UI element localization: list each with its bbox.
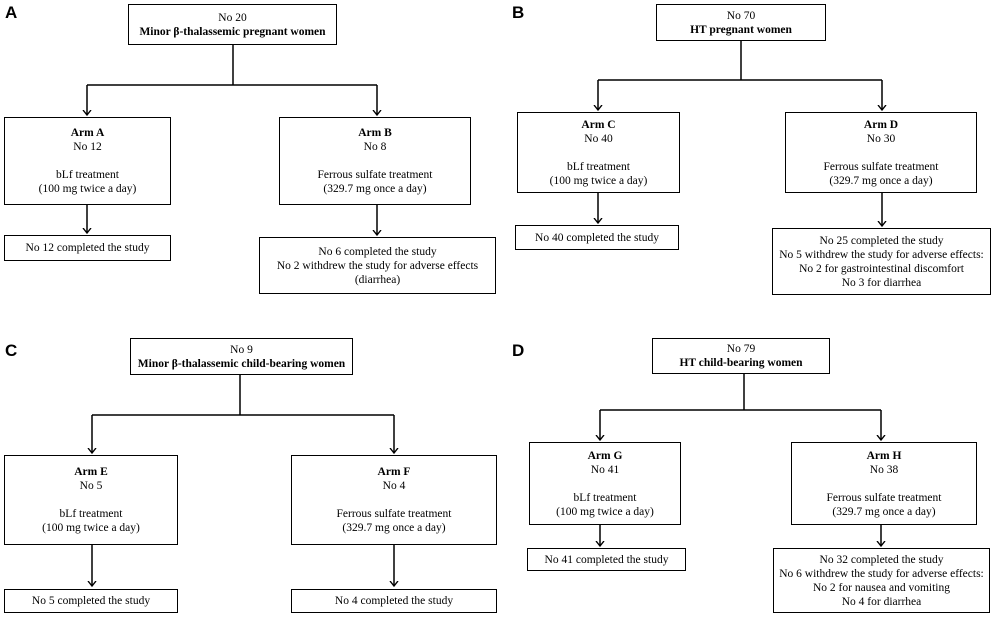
a-arm-right-dose: (329.7 mg once a day): [323, 183, 427, 195]
a-outcome-right-line: (diarrhea): [354, 273, 401, 286]
a-outcome-right-box: No 6 completed the study No 2 withdrew t…: [259, 237, 496, 294]
c-split-line: [92, 375, 394, 416]
b-outcome-right-line: No 3 for diarrhea: [841, 276, 922, 289]
c-arm-right-treatment: Ferrous sulfate treatment: [336, 508, 452, 520]
panel-label-d: D: [512, 341, 525, 360]
b-arm-left-treatment: bLf treatment: [567, 160, 630, 173]
d-arm-right-count: No 38: [869, 463, 899, 476]
d-arm-right-box: Arm H No 38 Ferrous sulfate treatment (3…: [791, 442, 977, 525]
b-root-group: HT pregnant women: [690, 23, 792, 36]
c-arm-right-box: Arm F No 4 Ferrous sulfate treatment (32…: [291, 455, 497, 545]
c-outcome-left-line: No 5 completed the study: [31, 595, 151, 607]
c-root-group: Minor β-thalassemic child-bearing women: [137, 357, 346, 370]
d-root-box: No 79 HT child-bearing women: [652, 338, 830, 374]
c-arm-left-count: No 5: [79, 480, 103, 492]
a-arm-right-treatment: Ferrous sulfate treatment: [317, 169, 433, 181]
d-arm-left-box: Arm G No 41 bLf treatment (100 mg twice …: [529, 442, 681, 525]
c-arm-right-count: No 4: [382, 480, 406, 492]
c-arm-left-name: Arm E: [74, 466, 108, 478]
a-arm-left-count: No 12: [73, 141, 102, 153]
a-arm-left-treatment: bLf treatment: [56, 169, 119, 181]
b-outcome-right-line: No 25 completed the study: [819, 234, 944, 247]
c-arm-left-treatment: bLf treatment: [59, 508, 123, 520]
c-arm-right-name: Arm F: [377, 466, 411, 478]
d-root-count: No 79: [726, 343, 756, 355]
c-outcome-left-box: No 5 completed the study: [4, 589, 178, 613]
d-outcome-right-line: No 6 withdrew the study for adverse effe…: [779, 567, 984, 580]
b-arm-right-box: Arm D No 30 Ferrous sulfate treatment (3…: [785, 112, 977, 193]
d-outcome-right-box: No 32 completed the study No 6 withdrew …: [773, 548, 990, 613]
c-arm-left-dose: (100 mg twice a day): [42, 522, 140, 534]
b-arm-left-dose: (100 mg twice a day): [549, 174, 648, 187]
d-outcome-left-box: No 41 completed the study: [527, 548, 686, 571]
a-split-line: [87, 45, 377, 86]
a-outcome-right-line: No 6 completed the study: [318, 245, 437, 258]
d-root-group: HT child-bearing women: [679, 357, 803, 369]
b-outcome-right-line: No 5 withdrew the study for adverse effe…: [779, 248, 984, 261]
d-outcome-right-line: No 32 completed the study: [819, 553, 944, 566]
a-outcome-left-box: No 12 completed the study: [4, 235, 171, 261]
d-split-line: [600, 374, 881, 411]
d-arm-right-dose: (329.7 mg once a day): [832, 505, 936, 518]
d-outcome-right-line: No 4 for diarrhea: [841, 595, 922, 608]
a-arm-right-box: Arm B No 8 Ferrous sulfate treatment (32…: [279, 117, 471, 205]
d-arm-left-name: Arm G: [587, 449, 623, 462]
d-arm-left-count: No 41: [590, 463, 620, 476]
panel-label-b: B: [512, 3, 525, 22]
a-arm-right-name: Arm B: [358, 127, 392, 139]
b-arm-right-name: Arm D: [863, 118, 899, 131]
b-arm-right-dose: (329.7 mg once a day): [829, 174, 933, 187]
b-arm-right-count: No 30: [866, 132, 896, 145]
c-arm-left-box: Arm E No 5 bLf treatment (100 mg twice a…: [4, 455, 178, 545]
a-outcome-left-line: No 12 completed the study: [25, 242, 150, 254]
a-arm-left-name: Arm A: [70, 127, 105, 139]
d-arm-left-dose: (100 mg twice a day): [556, 505, 654, 518]
c-outcome-right-box: No 4 completed the study: [291, 589, 497, 613]
c-root-box: No 9 Minor β-thalassemic child-bearing w…: [130, 338, 353, 375]
a-arm-left-box: Arm A No 12 bLf treatment (100 mg twice …: [4, 117, 171, 205]
b-arm-left-count: No 40: [584, 132, 613, 145]
a-outcome-right-line: No 2 withdrew the study for adverse effe…: [276, 259, 479, 272]
d-arm-left-treatment: bLf treatment: [573, 491, 637, 504]
b-outcome-right-line: No 2 for gastrointestinal discomfort: [799, 262, 964, 275]
panel-label-a: A: [5, 3, 18, 22]
d-arm-right-name: Arm H: [866, 449, 902, 462]
a-root-box: No 20 Minor β-thalassemic pregnant women: [128, 4, 337, 45]
c-outcome-right-line: No 4 completed the study: [334, 595, 454, 607]
d-outcome-left-line: No 41 completed the study: [544, 553, 669, 566]
b-outcome-right-box: No 25 completed the study No 5 withdrew …: [772, 228, 991, 295]
b-arm-right-treatment: Ferrous sulfate treatment: [823, 160, 939, 173]
c-root-count: No 9: [230, 343, 253, 356]
c-arm-right-dose: (329.7 mg once a day): [342, 522, 446, 534]
a-root-group: Minor β-thalassemic pregnant women: [139, 25, 326, 38]
b-root-count: No 70: [726, 9, 756, 22]
a-arm-left-dose: (100 mg twice a day): [38, 183, 137, 195]
b-arm-left-box: Arm C No 40 bLf treatment (100 mg twice …: [517, 112, 680, 193]
b-arm-left-name: Arm C: [581, 118, 616, 131]
d-arm-right-treatment: Ferrous sulfate treatment: [826, 491, 942, 504]
panel-label-c: C: [5, 341, 18, 360]
b-outcome-left-line: No 40 completed the study: [535, 231, 659, 244]
b-root-box: No 70 HT pregnant women: [656, 4, 826, 41]
d-outcome-right-line: No 2 for nausea and vomiting: [812, 581, 950, 594]
b-split-line: [598, 41, 882, 81]
a-arm-right-count: No 8: [363, 141, 387, 153]
a-root-count: No 20: [218, 11, 247, 24]
b-outcome-left-box: No 40 completed the study: [515, 225, 679, 250]
